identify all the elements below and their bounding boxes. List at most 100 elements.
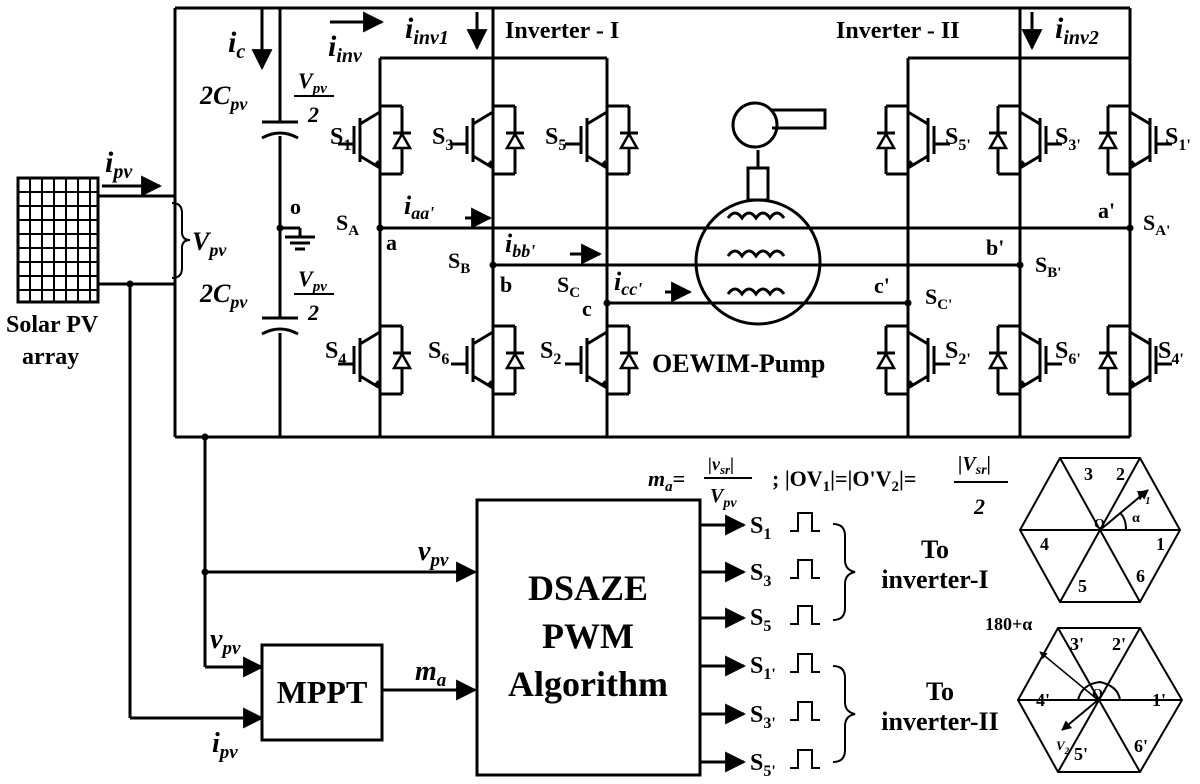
- label-cap-bottom: 2Cpv: [199, 279, 248, 312]
- svg-text:a: a: [386, 230, 397, 255]
- pulse-icon: [790, 559, 820, 579]
- mppt-block: [260, 643, 384, 742]
- ov-formula: ; |OV1|=|O'V2|= |Vsr| 2: [772, 453, 1008, 519]
- solar-pv-array-icon: [16, 176, 100, 304]
- svg-text:SC': SC': [925, 284, 952, 313]
- svg-text:iaa': iaa': [404, 191, 434, 223]
- svg-text:α: α: [1132, 511, 1140, 526]
- svg-text:S1': S1': [750, 653, 776, 683]
- label-vpv-in1: vpv: [418, 536, 449, 571]
- pulse-icon: [790, 653, 820, 673]
- gate-outputs: [700, 512, 820, 773]
- svg-text:180+α: 180+α: [985, 614, 1032, 634]
- svg-text:S5: S5: [750, 605, 771, 635]
- svg-text:S4': S4': [1158, 338, 1184, 368]
- dsaze-pwm-block: [475, 498, 702, 777]
- switch-s1p: [1097, 98, 1172, 182]
- label-inverter-1: Inverter - I: [505, 18, 619, 44]
- space-vector-hexagon-2: [1016, 627, 1184, 773]
- svg-text:b': b': [986, 235, 1004, 260]
- label-solar-pv-1: Solar PV: [6, 312, 99, 338]
- svg-text:S1: S1: [330, 124, 351, 154]
- switch-s3p: [987, 98, 1062, 182]
- hex2-labels: 3' 2' 4' 1' 5' 6' O' V2 180+α: [985, 614, 1166, 764]
- svg-text:1': 1': [1152, 690, 1166, 710]
- switch-s4: [338, 318, 413, 402]
- svg-text:S6': S6': [1055, 338, 1081, 368]
- switch-s5p: [875, 98, 950, 182]
- svg-text:S3': S3': [750, 702, 776, 732]
- svg-text:ma=: ma=: [648, 466, 685, 495]
- svg-text:3': 3': [1070, 634, 1084, 654]
- svg-text:3: 3: [1084, 464, 1093, 484]
- svg-text:c: c: [582, 296, 592, 321]
- switch-s5: [565, 98, 640, 182]
- svg-text:Vpv: Vpv: [298, 266, 327, 295]
- svg-text:|Vsr|: |Vsr|: [958, 453, 991, 478]
- power-wiring: [98, 6, 1132, 729]
- svg-text:O: O: [1094, 517, 1105, 532]
- label-ma-signal: ma: [415, 656, 447, 691]
- space-vector-hexagon-1: [1018, 457, 1182, 603]
- label-iinv: iinv: [328, 30, 363, 67]
- switch-s2: [565, 318, 640, 402]
- label-to-inv1-1: To: [921, 535, 949, 564]
- svg-text:6': 6': [1134, 736, 1148, 756]
- svg-text:5': 5': [1074, 744, 1088, 764]
- brace-inverter-2: [832, 665, 856, 763]
- label-dsaze-1: DSAZE: [528, 568, 648, 608]
- svg-text:S3': S3': [1055, 124, 1081, 154]
- svg-text:b: b: [500, 272, 512, 297]
- svg-text:S5': S5': [945, 124, 971, 154]
- svg-text:icc': icc': [614, 267, 642, 299]
- svg-text:2: 2: [307, 300, 319, 325]
- svg-text:SB': SB': [1035, 252, 1061, 281]
- svg-text:5: 5: [1078, 576, 1087, 596]
- switch-s2p: [875, 318, 950, 402]
- svg-text:2: 2: [307, 102, 319, 127]
- svg-text:SC: SC: [557, 272, 580, 301]
- label-mppt: MPPT: [277, 674, 368, 710]
- pulse-icon: [790, 701, 820, 721]
- svg-text:S2: S2: [540, 338, 561, 368]
- svg-text:S1: S1: [750, 513, 771, 543]
- svg-text:4': 4': [1036, 690, 1050, 710]
- gate-output-labels: S1 S3 S5 S1' S3' S5': [750, 513, 776, 780]
- label-vpv-in2: vpv: [210, 624, 241, 659]
- svg-text:V1: V1: [1136, 489, 1150, 507]
- svg-text:S2': S2': [945, 338, 971, 368]
- svg-text:Vpv: Vpv: [710, 485, 737, 511]
- label-to-inv2-2: inverter-II: [881, 707, 998, 736]
- label-to-inv2-1: To: [926, 677, 954, 706]
- svg-text:S6: S6: [428, 338, 449, 368]
- svg-text:2: 2: [973, 494, 985, 519]
- motor-pump-icon: [694, 101, 827, 326]
- current-arrows: [102, 8, 1043, 303]
- svg-text:S4: S4: [325, 338, 346, 368]
- switch-s6p: [987, 318, 1062, 402]
- label-to-inv1-2: inverter-I: [881, 565, 988, 594]
- vpv-brace: [171, 202, 191, 279]
- ground-icon: [285, 228, 315, 251]
- svg-text:S3: S3: [432, 124, 453, 154]
- svg-text:S5': S5': [750, 750, 776, 780]
- switch-group: [338, 98, 1172, 402]
- label-vpv-bus: Vpv: [192, 227, 227, 260]
- svg-text:2': 2': [1112, 634, 1126, 654]
- junction-dots: [126, 224, 1134, 576]
- label-iinv1: iinv1: [405, 12, 449, 49]
- label-ipv-in: ipv: [212, 728, 238, 763]
- brace-inverter-1: [832, 523, 856, 621]
- hex1-labels: 3 2 4 1 5 6 O V1 α: [1040, 464, 1165, 596]
- label-dsaze-3: Algorithm: [508, 664, 668, 704]
- switch-s6: [451, 318, 526, 402]
- svg-text:2: 2: [1116, 464, 1125, 484]
- vpv-half-bottom: Vpv 2: [294, 266, 334, 325]
- label-dsaze-2: PWM: [542, 616, 634, 656]
- svg-text:1: 1: [1156, 534, 1165, 554]
- label-cap-top: 2Cpv: [199, 81, 248, 114]
- switch-s1: [338, 98, 413, 182]
- svg-text:|vsr|: |vsr|: [708, 454, 734, 477]
- svg-text:S5: S5: [545, 124, 566, 154]
